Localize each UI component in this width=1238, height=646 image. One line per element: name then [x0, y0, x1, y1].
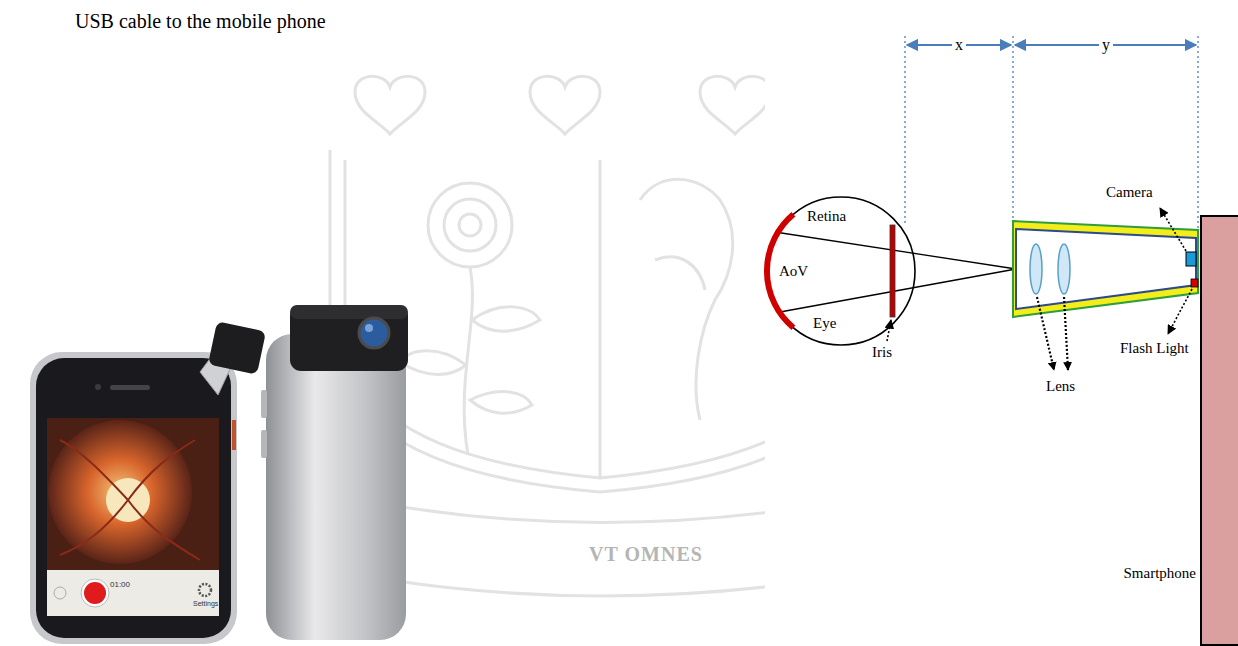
eye-ball: [767, 197, 915, 345]
callout-leaders: [887, 208, 1192, 370]
settings-text: Settings: [193, 600, 218, 608]
smartphone-label: Smartphone: [1124, 565, 1197, 582]
dimension-extension: [904, 36, 905, 224]
phone-front-camera: [95, 384, 101, 390]
record-button: [84, 582, 106, 604]
phone-case-back: [266, 334, 406, 640]
attachment-head: [208, 321, 266, 374]
eye-label: Eye: [813, 315, 836, 332]
watermark-leaf: [470, 392, 532, 414]
side-button: [261, 390, 267, 418]
phone-photo-front: [30, 321, 266, 644]
leader-line: [887, 320, 891, 341]
watermark-stem: [464, 267, 472, 455]
smartphone-rect: [1200, 215, 1238, 646]
aov-label: AoV: [779, 263, 808, 280]
watermark-rose: [459, 214, 481, 236]
callout-label: Camera: [1106, 184, 1153, 201]
phone-speaker: [110, 385, 150, 390]
watermark-heart: [355, 76, 425, 134]
watermark-leaf: [400, 351, 466, 375]
dimension-lines: [905, 36, 1198, 230]
lens-element: [1030, 244, 1042, 294]
watermark-heart: [700, 76, 770, 134]
camera-module-top: [290, 305, 408, 319]
schematic-ground: [765, 75, 1238, 646]
side-button: [232, 420, 236, 450]
watermark-divider: [599, 160, 602, 478]
timer-text: 01:00: [110, 581, 130, 590]
camera-module: [290, 305, 408, 371]
home-button: [54, 587, 66, 599]
caption-text: USB cable to the mobile phone: [75, 10, 326, 32]
side-button: [261, 430, 267, 458]
eye-circle: RetinaAoV Eye: [765, 195, 917, 347]
dimension-extension: [1197, 36, 1198, 230]
leader-line: [1037, 297, 1054, 370]
watermark-heart: [530, 76, 600, 134]
retina-label: Retina: [807, 208, 846, 225]
retinal-vessels: [60, 440, 200, 560]
module-lens: [359, 318, 389, 348]
callout-label: Iris: [872, 344, 892, 361]
phone-screen: [47, 418, 219, 616]
flash-light: [1191, 279, 1198, 287]
angle-of-view-line: [780, 269, 1016, 312]
phone-case: [30, 352, 237, 644]
watermark-rose: [444, 199, 496, 251]
phone-photo-back: [261, 305, 408, 640]
dimension-extension: [1012, 36, 1013, 220]
tube-housing: [1013, 221, 1198, 317]
iris-bar: [890, 225, 895, 317]
callout-label: Lens: [1046, 378, 1075, 395]
watermark-banner: [390, 505, 820, 580]
camera-sensor: [1186, 252, 1196, 266]
watermark-leaf: [472, 307, 540, 331]
dimension-label: x: [952, 36, 966, 54]
callout-label: Flash Light: [1120, 340, 1189, 357]
leader-line: [1168, 289, 1192, 334]
dimension-label: y: [1099, 36, 1113, 54]
angle-of-view-line: [775, 232, 1016, 269]
watermark-motto: VT OMNES: [589, 543, 703, 565]
record-button-ring: [81, 579, 109, 607]
watermark-beast: [640, 179, 733, 420]
leader-line: [1160, 208, 1186, 251]
leader-line: [1064, 297, 1068, 370]
smartphone-body: Smartphone: [1100, 215, 1238, 646]
module-lens-glint: [365, 324, 373, 332]
watermark-rose: [428, 183, 512, 267]
app-toolbar: [47, 570, 219, 616]
lens-tube: [1013, 221, 1198, 317]
lens-element: [1058, 244, 1070, 294]
settings-gear: [199, 584, 211, 596]
phone-body: [36, 358, 231, 638]
tube-bore: [1016, 229, 1196, 309]
